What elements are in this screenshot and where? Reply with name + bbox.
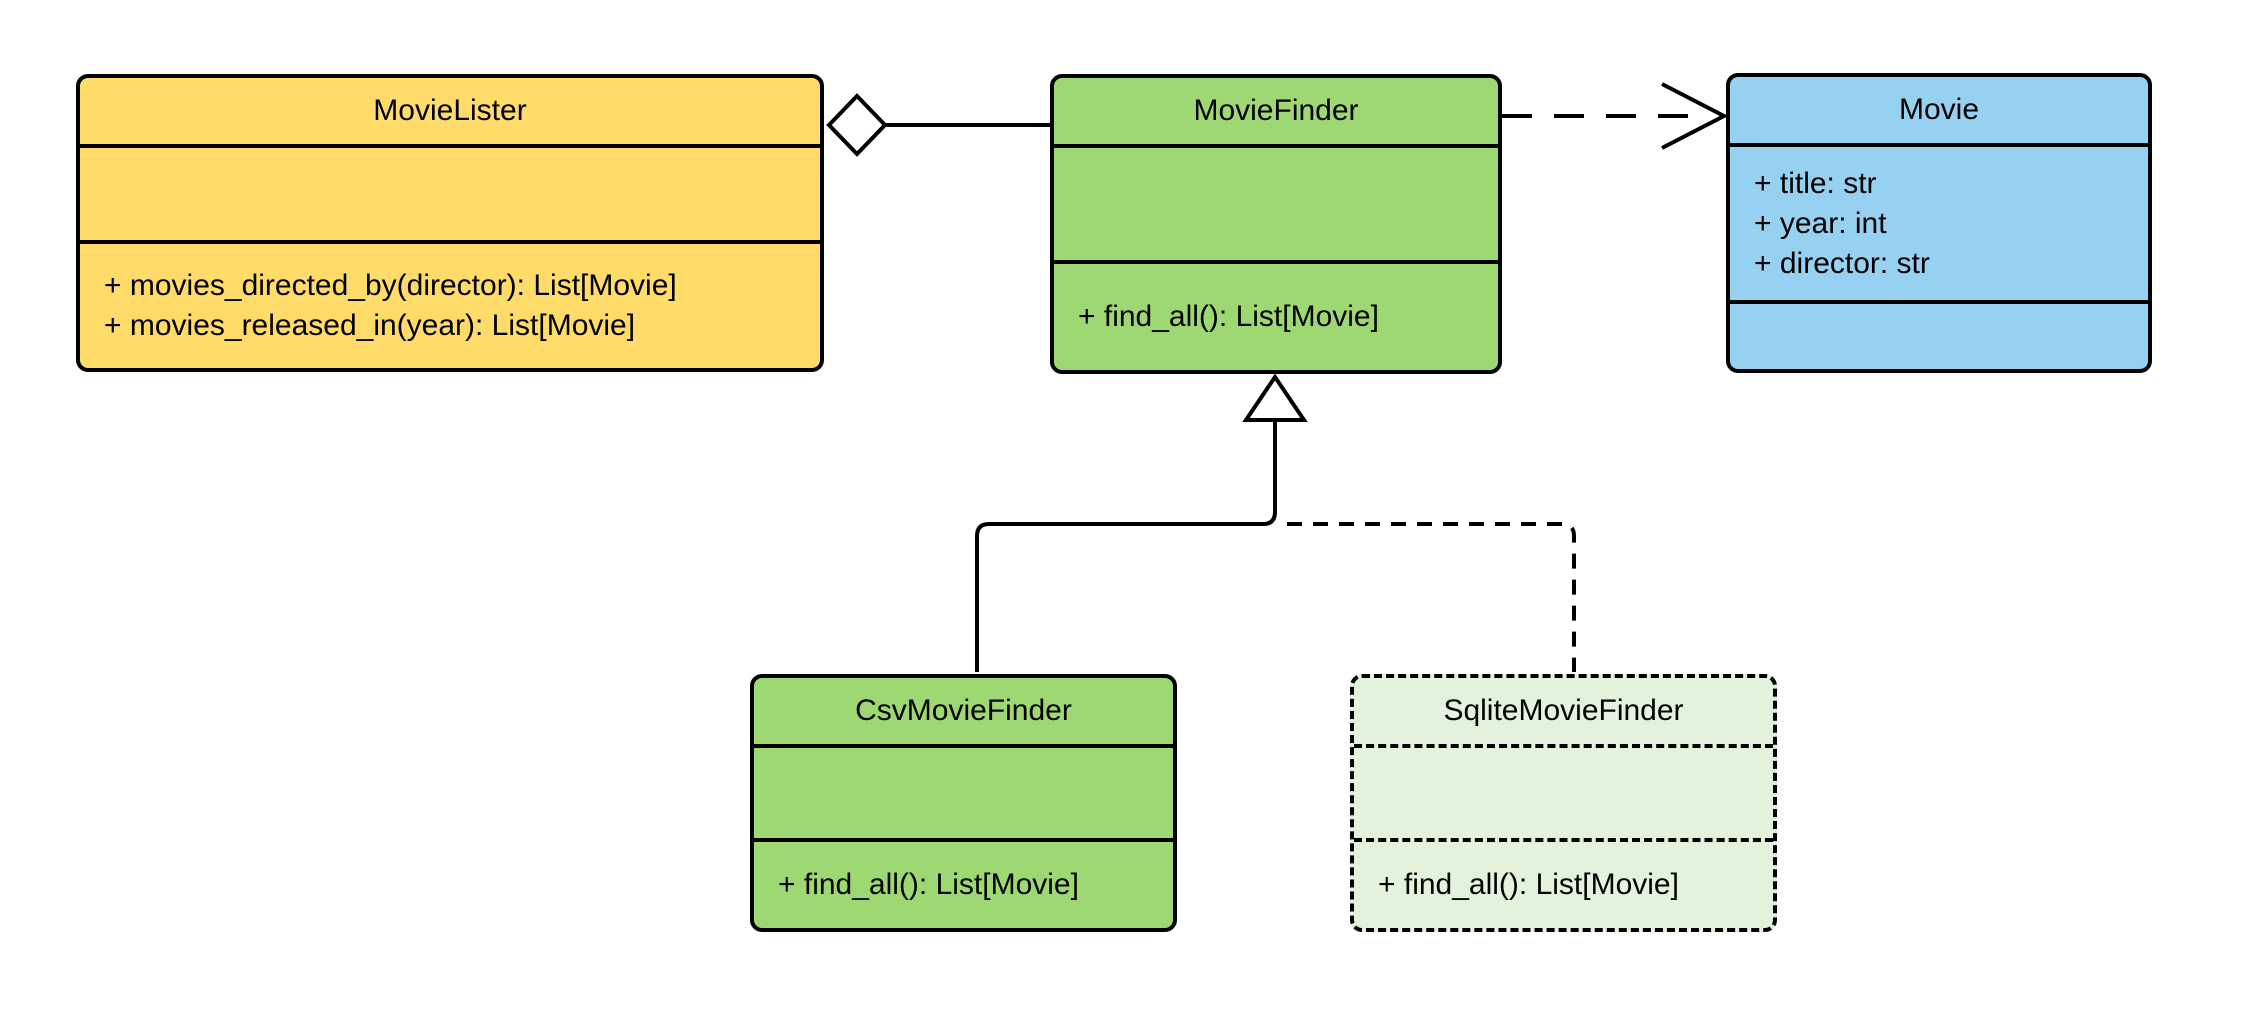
method-label: + movies_directed_by(director): List[Mov… [104,269,677,302]
inheritance-line-solid [975,420,1277,672]
class-methods-section: + find_all(): List[Movie] [754,838,1173,928]
class-movielister: MovieLister + movies_directed_by(directo… [76,74,824,372]
class-attributes-section: + title: str + year: int + director: str [1730,143,2148,300]
inheritance-triangle-icon [1242,373,1308,422]
class-methods-section: + movies_directed_by(director): List[Mov… [80,240,820,368]
method-label: + find_all(): List[Movie] [778,868,1079,901]
dependency-arrowhead-icon [1661,82,1729,150]
class-title: MovieLister [373,94,527,127]
class-title: CsvMovieFinder [855,694,1072,727]
method-label: + find_all(): List[Movie] [1378,868,1679,901]
attribute-label: + year: int [1754,206,1887,240]
dependency-moviefinder-movie [1502,82,1729,150]
class-movie: Movie + title: str + year: int + directo… [1726,73,2152,373]
class-sqlitemoviefinder: SqliteMovieFinder + find_all(): List[Mov… [1350,674,1777,932]
inheritance-csvmoviefinder-moviefinder [975,420,1277,672]
inheritance-line-dashed [1287,522,1576,672]
aggregation-movielister-moviefinder [826,93,1050,157]
class-attributes-section [1354,744,1773,838]
aggregation-diamond-icon [826,93,888,157]
attribute-label: + title: str [1754,166,1877,200]
class-attributes-section [80,144,820,240]
class-title: SqliteMovieFinder [1443,694,1684,727]
class-methods-section: + find_all(): List[Movie] [1354,838,1773,928]
class-csvmoviefinder: CsvMovieFinder + find_all(): List[Movie] [750,674,1177,932]
class-title: MovieFinder [1193,94,1359,127]
method-label: + movies_released_in(year): List[Movie] [104,309,636,342]
class-attributes-section [1054,144,1498,260]
class-title: Movie [1898,93,1980,126]
class-attributes-section [754,744,1173,838]
inheritance-sqlitemoviefinder-moviefinder [1287,522,1576,672]
class-methods-section: + find_all(): List[Movie] [1054,260,1498,370]
attribute-label: + director: str [1754,246,1930,280]
class-moviefinder: MovieFinder + find_all(): List[Movie] [1050,74,1502,374]
method-label: + find_all(): List[Movie] [1078,300,1379,333]
class-methods-section [1730,300,2148,369]
